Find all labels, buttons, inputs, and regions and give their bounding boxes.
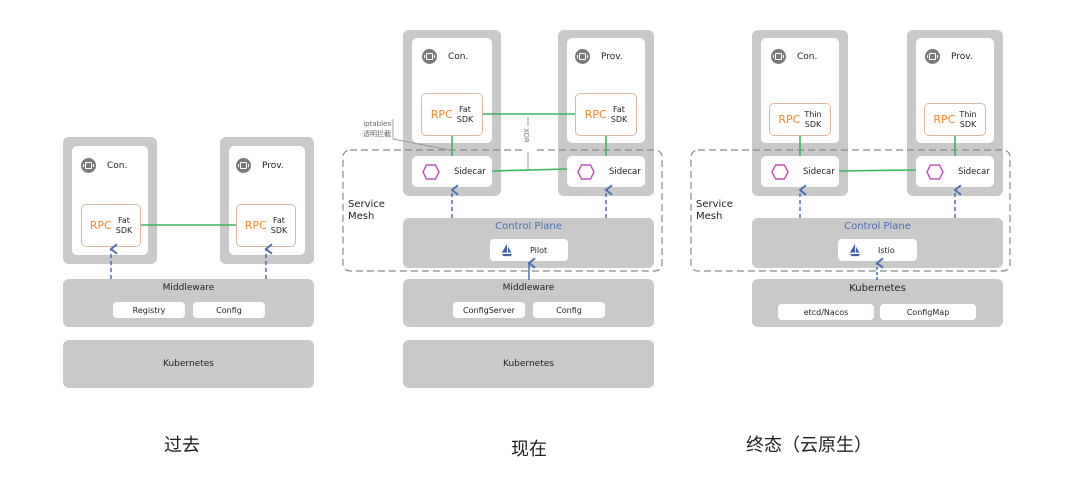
consumer-label: Con. — [448, 51, 469, 62]
middleware-layer: Middleware — [63, 279, 314, 327]
rpc-label: RPC — [584, 108, 607, 121]
rpc-label: RPC — [430, 108, 453, 121]
kubernetes-item-etcd-nacos: etcd/Nacos — [778, 304, 874, 320]
sidecar-label: Sidecar — [958, 166, 990, 177]
cpu-icon — [771, 49, 786, 64]
consumer-header: Con. — [81, 158, 127, 173]
middleware-item-configserver: ConfigServer — [453, 302, 525, 318]
sailboat-icon — [849, 243, 861, 257]
provider-sidecar: Sidecar — [567, 156, 645, 187]
sidecar-label: Sidecar — [454, 166, 486, 177]
kubernetes-title: Kubernetes — [163, 359, 214, 369]
rpc-label: RPC — [933, 113, 956, 126]
xor-label: XOR — [522, 128, 530, 143]
hexagon-icon — [771, 163, 789, 180]
middleware-item-config: Config — [533, 302, 605, 318]
hexagon-icon — [926, 163, 944, 180]
kubernetes-item-configmap: ConfigMap — [880, 304, 976, 320]
cpu-icon — [236, 158, 251, 173]
kubernetes-layer: Kubernetes — [63, 340, 314, 388]
rpc-label: RPC — [244, 219, 267, 232]
cpu-icon — [925, 49, 940, 64]
control-plane-component-pilot: Pilot — [490, 239, 568, 261]
sailboat-icon — [501, 243, 513, 257]
provider-label: Prov. — [262, 160, 284, 171]
provider-header: Prov. — [925, 49, 973, 64]
consumer-header: Con. — [422, 49, 468, 64]
cpu-icon — [81, 158, 96, 173]
caption-now: 现在 — [511, 439, 547, 460]
middleware-title: Middleware — [162, 283, 215, 293]
consumer-sidecar: Sidecar — [761, 156, 839, 187]
sidecar-label: Sidecar — [609, 166, 641, 177]
caption-past: 过去 — [164, 435, 200, 456]
sidecar-link-line — [838, 169, 917, 172]
kubernetes-layer: Kubernetes — [403, 340, 654, 388]
rpc-label: RPC — [778, 113, 801, 126]
sidecar-link-line — [491, 168, 568, 172]
middleware-title: Middleware — [502, 283, 555, 293]
provider-sidecar: Sidecar — [916, 156, 994, 187]
middleware-item-config: Config — [193, 302, 265, 318]
consumer-header: Con. — [771, 49, 817, 64]
hexagon-icon — [422, 163, 440, 180]
control-plane-title: Control Plane — [844, 221, 911, 232]
control-plane-title: Control Plane — [495, 221, 562, 232]
kubernetes-title: Kubernetes — [503, 359, 554, 369]
caption-cloud-native: 终态（云原生） — [746, 435, 872, 456]
consumer-label: Con. — [107, 160, 128, 171]
middleware-layer: Middleware — [403, 279, 654, 327]
cpu-icon — [575, 49, 590, 64]
sidecar-label: Sidecar — [803, 166, 835, 177]
provider-header: Prov. — [575, 49, 623, 64]
consumer-sidecar: Sidecar — [412, 156, 492, 187]
provider-label: Prov. — [951, 51, 973, 62]
provider-label: Prov. — [601, 51, 623, 62]
rpc-label: RPC — [89, 219, 112, 232]
cpu-icon — [422, 49, 437, 64]
control-plane-component-istio: Istio — [838, 239, 917, 261]
consumer-label: Con. — [797, 51, 818, 62]
hexagon-icon — [577, 163, 595, 180]
kubernetes-title: Kubernetes — [849, 283, 906, 294]
middleware-item-registry: Registry — [113, 302, 185, 318]
provider-header: Prov. — [236, 158, 284, 173]
